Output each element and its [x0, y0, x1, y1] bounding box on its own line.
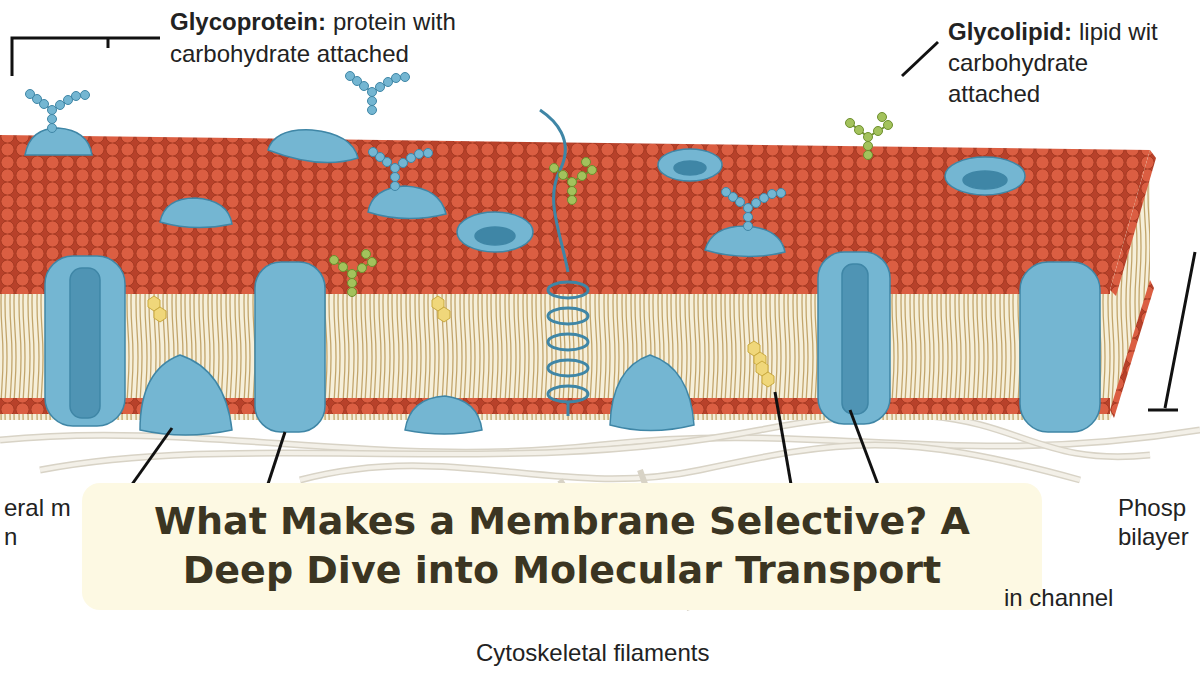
cytoskeletal-filaments: [300, 445, 1080, 480]
surface-proteins: [457, 212, 533, 252]
surface-proteins: [368, 186, 446, 219]
part-name: in channel: [1004, 582, 1113, 613]
helix-protein: [548, 386, 588, 402]
surface-proteins: [475, 227, 515, 245]
peripheral-proteins: [405, 396, 482, 434]
helix-protein: [548, 308, 588, 324]
helix-protein: [548, 282, 588, 298]
channel-proteins: [70, 268, 100, 418]
cholesterol: [148, 296, 166, 322]
peripheral-proteins: [140, 355, 694, 435]
channel-proteins: [842, 264, 868, 414]
peripheral-proteins: [140, 355, 232, 435]
leader-lines: [850, 410, 880, 490]
channel-proteins: [1020, 262, 1100, 432]
helix-protein: [567, 402, 570, 416]
part-name: bilayer: [1118, 521, 1189, 552]
label-text: lipid wit: [1079, 16, 1158, 47]
leader-lines: [902, 42, 938, 76]
label-text: protein with: [333, 6, 456, 37]
part-name: eral m: [4, 492, 71, 523]
helix-protein: [540, 110, 588, 416]
label-text: carbohydrate attached: [948, 47, 1138, 109]
phospholipid-bilayer: [0, 135, 1150, 290]
surface-proteins: [658, 149, 722, 181]
part-name: Glycolipid:: [948, 16, 1072, 47]
helix-protein: [548, 334, 588, 350]
part-name: Phosp: [1118, 492, 1186, 523]
title-banner: What Makes a Membrane Selective? A Deep …: [82, 483, 1042, 610]
leader-lines: [12, 38, 1195, 490]
surface-proteins: [25, 128, 1025, 257]
carbohydrate-chains: [550, 158, 597, 205]
leader-lines: [266, 432, 285, 490]
helix-protein: [540, 110, 568, 272]
cholesterol: [432, 296, 450, 322]
carbohydrate-chains: [846, 113, 893, 160]
channel-proteins: [255, 262, 325, 432]
leader-lines: [128, 428, 172, 490]
leader-lines: [775, 392, 792, 490]
carbohydrate-chains: [26, 72, 893, 297]
cytoskeletal-filaments: [300, 445, 1080, 480]
carbohydrate-chains: [722, 188, 786, 231]
channel-proteins: [45, 256, 125, 426]
leader-lines: [1148, 252, 1195, 410]
surface-proteins: [160, 198, 232, 228]
surface-proteins: [945, 157, 1025, 195]
part-name: Cytoskeletal filaments: [476, 637, 709, 668]
cholesterol: [148, 296, 774, 387]
part-name: n: [4, 521, 17, 552]
carbohydrate-chains: [330, 250, 377, 297]
carbohydrate-chains: [346, 72, 410, 115]
helix-protein: [548, 360, 588, 376]
surface-proteins: [963, 171, 1007, 189]
phospholipid-bilayer: [0, 278, 1110, 294]
phospholipid-bilayer: [1110, 150, 1156, 296]
carbohydrate-chains: [26, 90, 90, 133]
cytoskeletal-filaments: [0, 415, 1200, 610]
carbohydrate-chains: [369, 148, 433, 191]
peripheral-proteins: [610, 355, 694, 431]
surface-proteins: [268, 130, 358, 163]
surface-proteins: [25, 128, 92, 155]
title: What Makes a Membrane Selective? A Deep …: [100, 497, 1024, 596]
leader-lines: [12, 38, 160, 76]
phospholipid-bilayer: [1110, 280, 1154, 418]
channel-proteins: [818, 252, 890, 424]
cholesterol: [756, 361, 774, 387]
label-text: carbohydrate attached: [170, 38, 409, 69]
surface-proteins: [705, 226, 785, 257]
surface-proteins: [674, 161, 706, 175]
part-name: Glycoprotein:: [170, 6, 326, 37]
